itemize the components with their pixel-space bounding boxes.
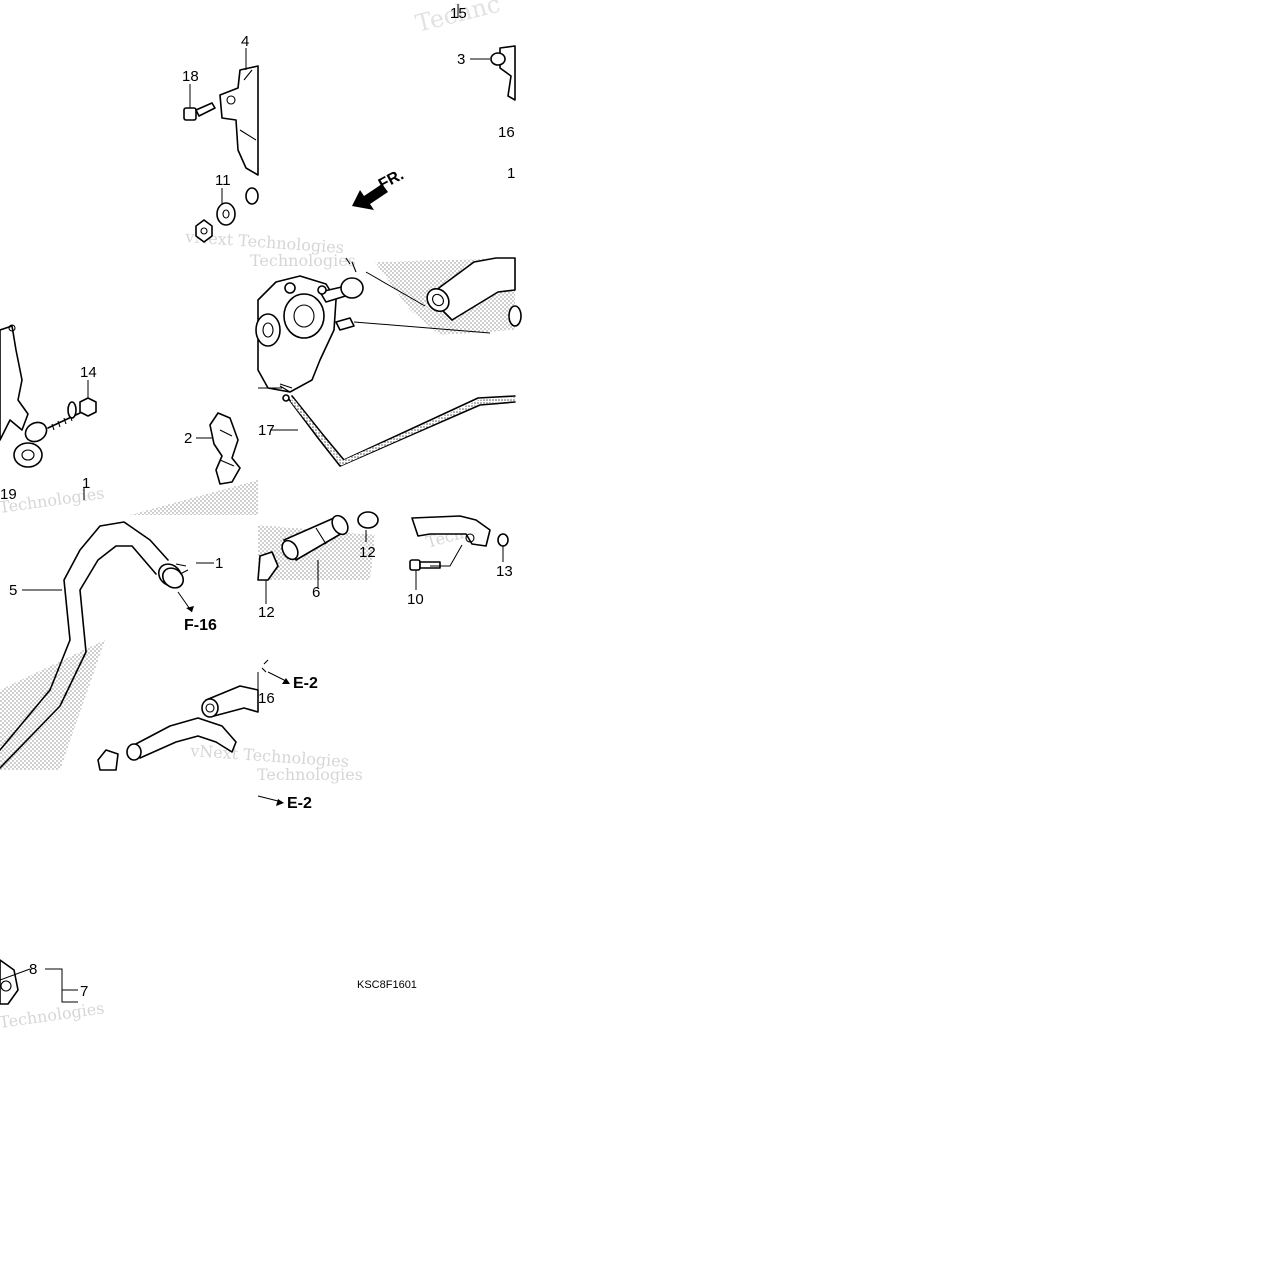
callout-1-mid: 1	[82, 475, 90, 492]
ref-e2-upper: E-2	[293, 675, 318, 692]
f16-arrow	[177, 591, 194, 613]
right-bracket	[409, 515, 509, 571]
callout-18: 18	[182, 68, 199, 85]
watermark-upper-mid: Technologies	[250, 251, 356, 270]
callout-16-lower: 16	[258, 690, 275, 707]
callout-16: 16	[498, 124, 515, 141]
ref-f16: F-16	[184, 617, 217, 634]
section-refs: F-16 E-2 E-2	[184, 617, 318, 812]
washer-nut	[195, 187, 259, 243]
ref-e2-lower: E-2	[287, 795, 312, 812]
callout-19: 19	[0, 486, 17, 503]
mid-bracket	[0, 324, 97, 468]
callout-15: 15	[450, 5, 467, 22]
hose-clip-upper	[490, 45, 516, 101]
callout-6: 6	[312, 584, 320, 601]
callout-7: 7	[80, 983, 88, 1000]
bottom-part	[0, 959, 19, 1005]
vacuum-tube	[279, 383, 516, 467]
watermark-bottom: Technologies	[0, 998, 105, 1032]
upper-hose	[426, 257, 522, 327]
callout-12-right: 12	[359, 544, 376, 561]
mounting-bracket	[219, 65, 259, 176]
callout-17: 17	[258, 422, 275, 439]
callout-12-left: 12	[258, 604, 275, 621]
hose-clip-2	[209, 412, 241, 485]
callout-4: 4	[241, 33, 249, 50]
callout-8: 8	[29, 961, 37, 978]
joint-tube	[257, 511, 379, 581]
watermark-lower-mid: Technologies	[257, 765, 363, 784]
bent-hose	[97, 659, 269, 771]
callout-1-lower: 1	[215, 555, 223, 572]
callout-14: 14	[80, 364, 97, 381]
callout-10: 10	[407, 591, 424, 608]
front-arrow: FR.	[352, 166, 407, 210]
diagram-code: KSC8F1601	[357, 979, 417, 991]
callout-5: 5	[9, 582, 17, 599]
flange-bolt	[183, 102, 216, 121]
callouts: 15 3 16 4 18 11 1 14 2 17 19 1 5 1 12 12…	[0, 5, 515, 1000]
callout-3: 3	[457, 51, 465, 68]
callout-2: 2	[184, 430, 192, 447]
long-hose	[0, 521, 189, 769]
callout-13: 13	[496, 563, 513, 580]
callout-11: 11	[215, 172, 231, 189]
valve-assembly	[255, 257, 491, 393]
leader-lines	[0, 4, 504, 1003]
callout-1: 1	[507, 165, 515, 182]
